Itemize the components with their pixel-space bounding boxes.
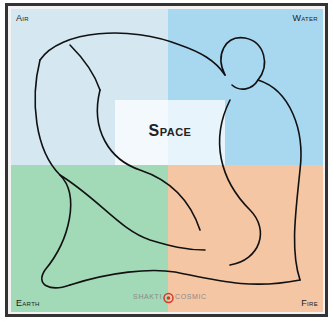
logo-mark [167, 296, 171, 300]
figure-outline [258, 80, 301, 280]
figure-outline [70, 45, 100, 90]
outer-frame [7, 5, 327, 316]
figure-arm [220, 100, 261, 265]
logo-mark [164, 294, 173, 303]
element-label: Earth [16, 298, 40, 308]
fire-quadrant: Fire [168, 165, 323, 312]
element-label: Water [292, 13, 318, 23]
figure-outline [60, 175, 205, 250]
space-label: Space [149, 122, 192, 140]
figure-arm [97, 90, 200, 230]
watermark-text: SHAKTI [133, 293, 162, 300]
watermark-text: COSMIC [175, 293, 207, 300]
figure-leg [35, 60, 70, 288]
figure-leg [70, 271, 300, 285]
figure-head [221, 38, 264, 89]
element-label: Air [16, 13, 29, 23]
element-label: Fire [301, 298, 318, 308]
figure-outline [40, 33, 225, 75]
